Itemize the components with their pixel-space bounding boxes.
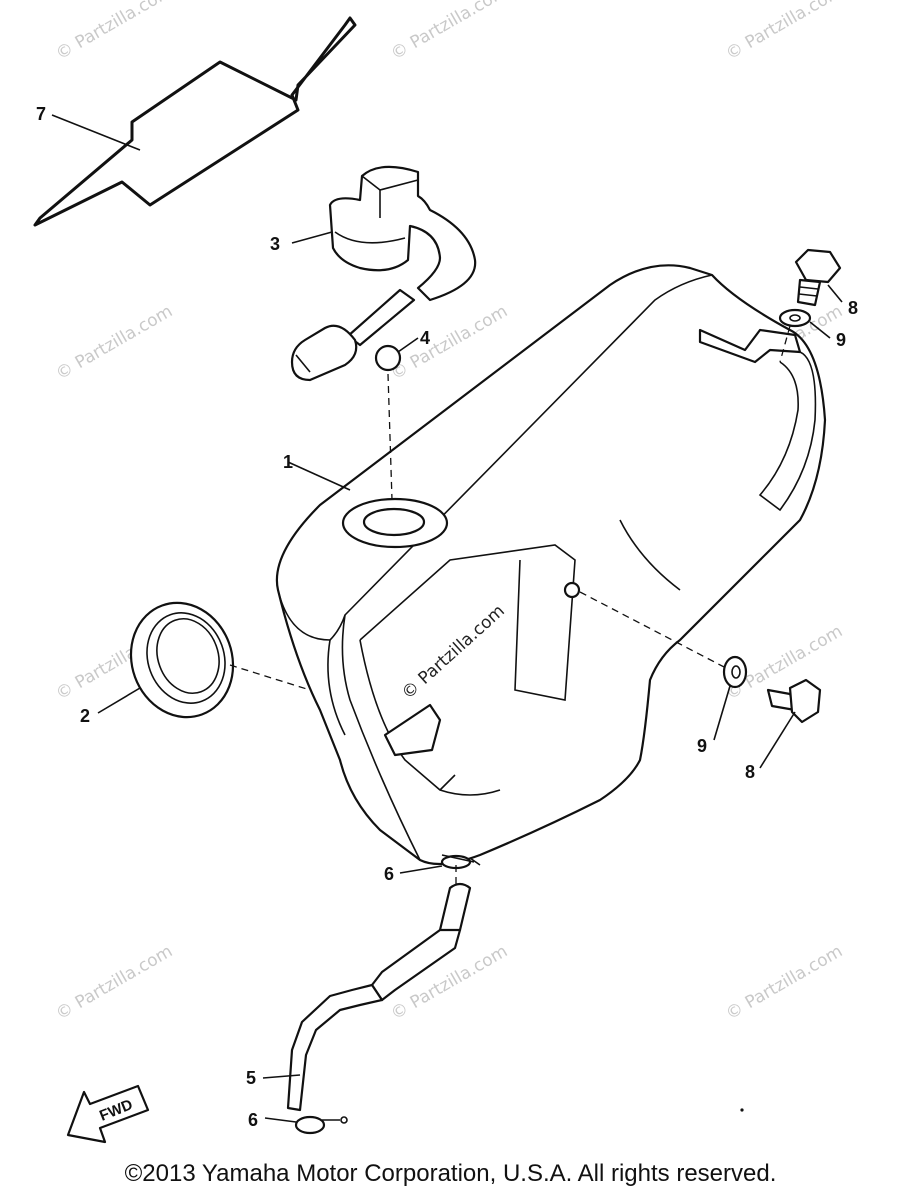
leader-lines (51, 114, 843, 1123)
watermark: © Partzilla.com (53, 301, 177, 384)
callout-6-top: 6 (384, 864, 394, 884)
watermark: © Partzilla.com (723, 0, 847, 64)
callout-8-top: 8 (848, 298, 858, 318)
bolt-part-8-top (794, 248, 842, 307)
oil-tank-part-1 (275, 264, 827, 866)
hose-part-5 (286, 882, 472, 1112)
tank-cap-part-3 (290, 165, 477, 382)
grommet-ring-part-2 (129, 601, 235, 719)
callout-9-right: 9 (697, 736, 707, 756)
copyright-notice: ©2013 Yamaha Motor Corporation, U.S.A. A… (124, 1160, 777, 1187)
strap-part-7 (33, 16, 357, 227)
callout-4: 4 (420, 328, 430, 348)
washer-part-9-top (778, 308, 812, 328)
forward-arrow-icon: FWD (66, 1084, 150, 1144)
callout-7: 7 (36, 104, 46, 124)
hose-clip-part-6-bottom (294, 1115, 348, 1135)
watermark: © Partzilla.com (53, 0, 177, 64)
callout-9-top: 9 (836, 330, 846, 350)
watermark: © Partzilla.com (388, 0, 512, 64)
washer-part-9-right (722, 655, 748, 689)
callout-labels: 7 3 4 1 2 8 9 9 8 6 5 6 (36, 104, 858, 1130)
callout-3: 3 (270, 234, 280, 254)
grommet-part-4 (374, 344, 402, 372)
callout-6-bottom: 6 (248, 1110, 258, 1130)
callout-1: 1 (283, 452, 293, 472)
bolt-part-8-right (766, 678, 822, 724)
watermark: © Partzilla.com (388, 301, 512, 384)
callout-2: 2 (80, 706, 90, 726)
callout-8-right: 8 (745, 762, 755, 782)
watermark: © Partzilla.com (723, 941, 847, 1024)
assembly-lines (229, 325, 791, 885)
watermark: © Partzilla.com (53, 941, 177, 1024)
callout-5: 5 (246, 1068, 256, 1088)
